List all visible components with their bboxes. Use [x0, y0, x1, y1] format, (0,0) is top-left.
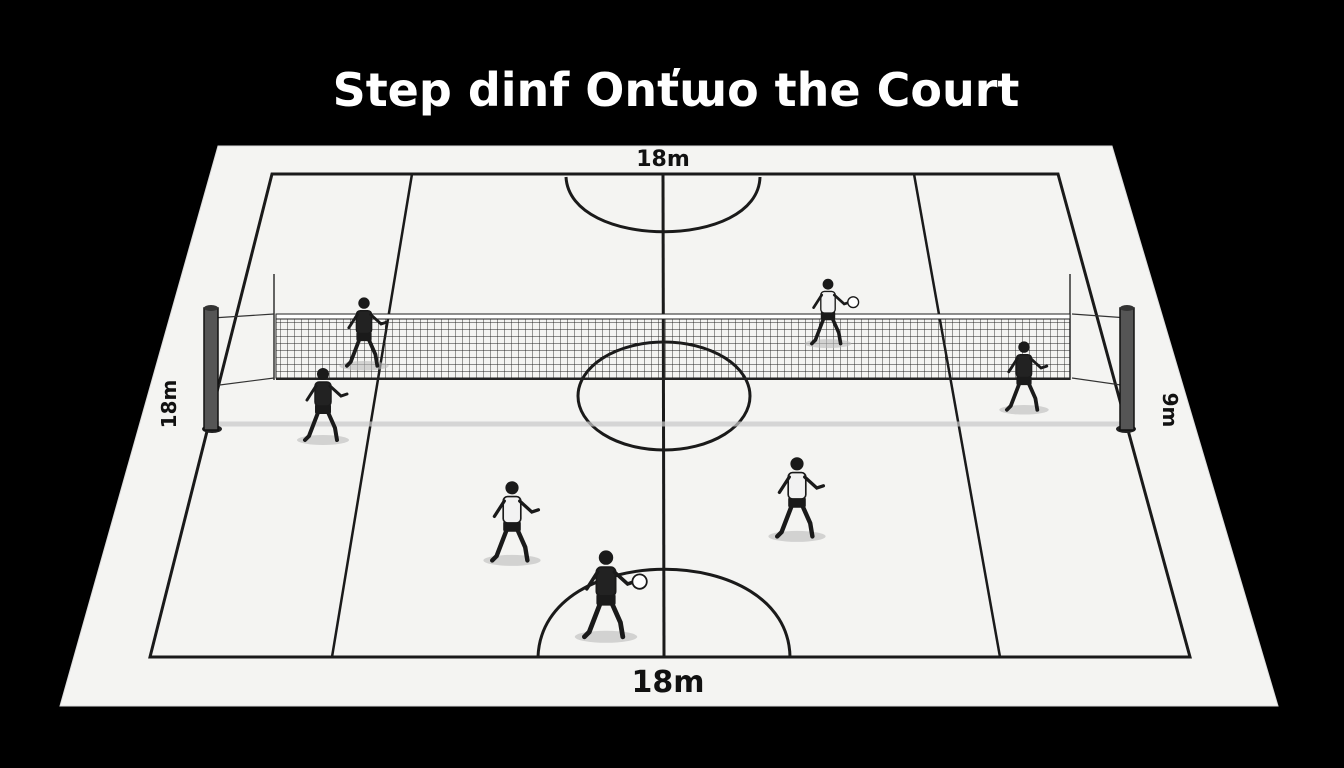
- player-torso: [1015, 353, 1033, 379]
- player-legs: [774, 501, 815, 539]
- player-head: [790, 457, 804, 471]
- player-p1: [339, 297, 389, 371]
- court-boundary: [148, 172, 1192, 659]
- left-post-pole: [203, 307, 219, 431]
- top-arc: [564, 176, 762, 234]
- player-p4: [999, 341, 1049, 415]
- net-top-band: [275, 313, 1071, 320]
- dimension-bottom: 18m: [631, 665, 704, 700]
- bottom-arc: [536, 567, 792, 658]
- player-arms: [1007, 357, 1049, 374]
- player-head: [358, 297, 370, 309]
- player-arms: [777, 475, 826, 495]
- player-p3: [804, 278, 860, 349]
- player-p2: [297, 368, 349, 445]
- player-torso: [314, 381, 332, 407]
- volleyball-net: [211, 274, 1129, 387]
- player-head: [317, 368, 329, 380]
- player-arms: [347, 313, 389, 330]
- right-attack-line: [912, 173, 1002, 658]
- dimension-top: 18m: [636, 147, 690, 172]
- net-guy-left-top: [211, 313, 275, 319]
- player-p7: [574, 550, 648, 643]
- right-post: [1116, 305, 1136, 433]
- player-legs: [303, 408, 339, 442]
- page-title: Step dinf Onťɯo the Court: [333, 63, 1020, 117]
- players: [297, 278, 1049, 643]
- player-p6: [768, 457, 826, 542]
- player-head: [1018, 341, 1030, 353]
- net-mesh: [275, 315, 1071, 379]
- player-legs: [1004, 379, 1040, 412]
- net-guy-right-bottom: [1071, 377, 1129, 387]
- right-post-cap: [1120, 305, 1134, 311]
- dimension-right: 9m: [1158, 393, 1182, 428]
- player-p5: [483, 481, 541, 566]
- left-attack-line: [330, 173, 414, 658]
- player-head: [822, 278, 834, 290]
- net-guy-right-top: [1071, 313, 1129, 319]
- player-head: [505, 481, 519, 495]
- center-line: [661, 173, 666, 658]
- dimension-left: 18m: [157, 380, 181, 429]
- player-legs: [809, 314, 843, 346]
- player-arms: [305, 384, 349, 402]
- net-guy-left-bottom: [211, 377, 275, 387]
- player-torso: [355, 309, 373, 335]
- player-legs: [581, 598, 626, 640]
- player-torso: [787, 471, 807, 500]
- right-post-pole: [1119, 307, 1135, 431]
- player-arms: [492, 499, 541, 519]
- left-post: [202, 305, 222, 433]
- left-post-cap: [204, 305, 218, 311]
- volleyball: [631, 573, 648, 590]
- player-torso: [820, 290, 836, 314]
- player-legs: [489, 525, 530, 563]
- player-head: [598, 550, 614, 565]
- player-torso: [502, 495, 522, 524]
- volleyball: [847, 296, 860, 309]
- player-torso: [595, 566, 617, 597]
- player-legs: [344, 335, 380, 368]
